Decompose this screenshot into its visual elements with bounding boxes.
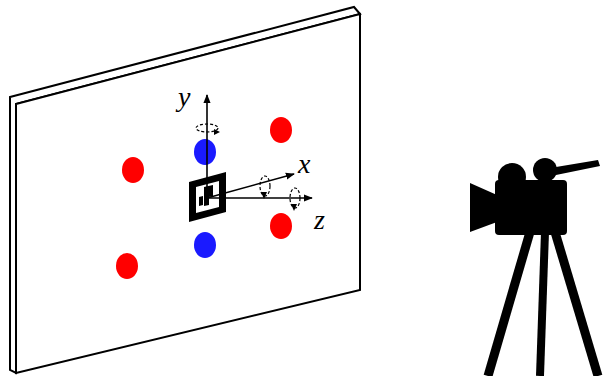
board <box>16 14 360 373</box>
axis-label: z <box>314 206 325 234</box>
board-edge <box>10 7 360 373</box>
axis-label: x <box>298 150 310 178</box>
tripod <box>488 232 598 376</box>
camera <box>470 158 600 235</box>
axes <box>207 95 312 198</box>
axis-label: y <box>178 83 190 111</box>
rotation-heads <box>214 129 297 211</box>
rotation-arrows <box>196 124 300 208</box>
